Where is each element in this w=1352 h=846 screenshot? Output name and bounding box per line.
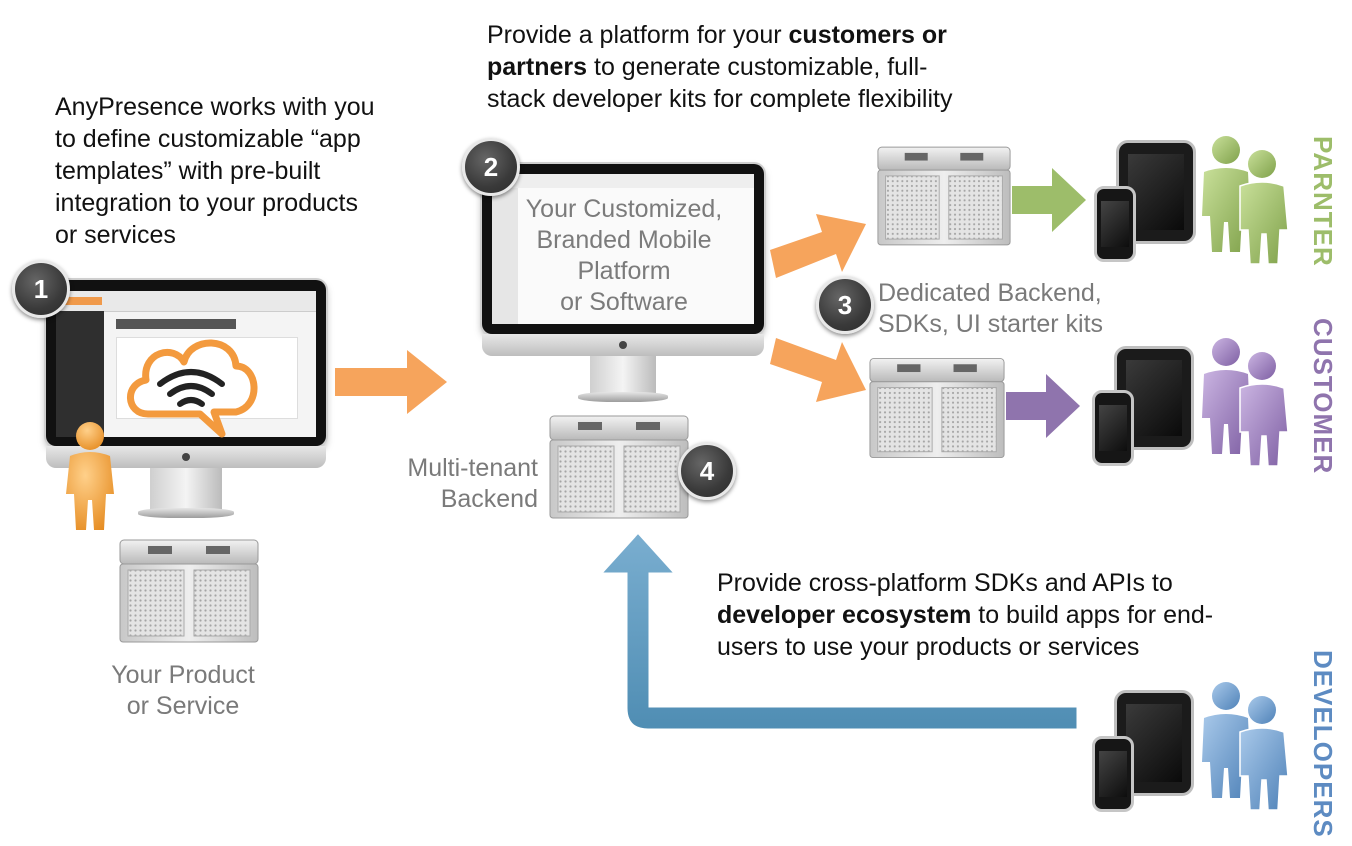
- people-icon: [1202, 682, 1289, 811]
- phone-icon: [1092, 390, 1134, 466]
- monitor-2-screen: [492, 174, 754, 324]
- server-icon: [877, 146, 1011, 246]
- person-icon: [66, 422, 114, 530]
- server-icon: [119, 539, 259, 643]
- platform-screen-text: Your Customized, Branded Mobile Platform…: [525, 195, 723, 316]
- server-icon: [549, 415, 689, 519]
- people-icon: [1202, 136, 1289, 265]
- monitor-1-foot: [138, 508, 234, 518]
- step-badge-2: 2: [462, 138, 520, 196]
- step-badge-3: 3: [816, 276, 874, 334]
- cloud-wifi-icon: [127, 339, 258, 438]
- apple-logo-icon: [619, 341, 627, 349]
- phone-icon: [1092, 736, 1134, 812]
- step-badge-4: 4: [678, 442, 736, 500]
- step2-caption: Provide a platform for your customers or…: [487, 21, 953, 113]
- developer-caption: Provide cross-platform SDKs and APIs to …: [717, 569, 1214, 661]
- step1-caption: AnyPresence works with you to define cus…: [55, 93, 375, 249]
- people-icon: [1202, 338, 1289, 467]
- step-badge-1: 1: [12, 260, 70, 318]
- arrow-to-customer-backend: [770, 338, 866, 402]
- customer-label: CUSTOMER: [1308, 318, 1338, 475]
- monitor-1-stand: [150, 468, 222, 514]
- dedicated-label: Dedicated Backend, SDKs, UI starter kits: [878, 279, 1104, 338]
- partner-label: PARNTER: [1308, 136, 1338, 267]
- product-label: Your Product or Service: [111, 661, 255, 720]
- arrow-to-platform: [335, 350, 447, 414]
- multitenant-label: Multi-tenant Backend: [407, 454, 538, 513]
- monitor-2-foot: [578, 392, 668, 402]
- arrow-to-customer-devices: [1006, 374, 1080, 438]
- monitor-2-stand: [590, 356, 656, 396]
- phone-icon: [1094, 186, 1136, 262]
- server-icon: [869, 357, 1005, 459]
- developers-label: DEVELOPERS: [1308, 650, 1338, 838]
- arrow-to-partner-devices: [1012, 168, 1086, 232]
- arrow-from-developers: [596, 529, 1080, 732]
- apple-logo-icon: [182, 453, 190, 461]
- arrow-to-partner-backend: [770, 214, 866, 278]
